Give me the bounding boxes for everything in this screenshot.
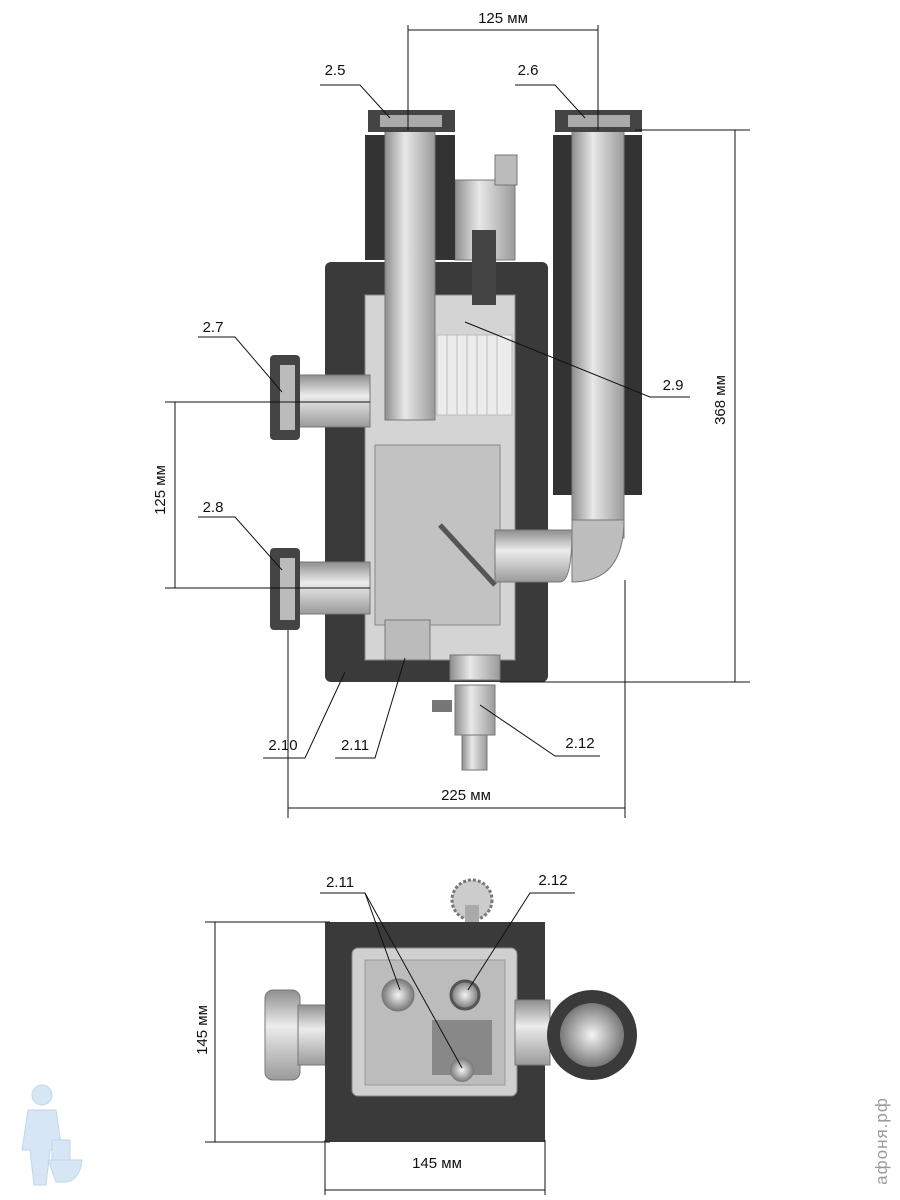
fins — [436, 334, 513, 416]
dimension-lines — [165, 25, 750, 818]
pipe-2-7 — [289, 374, 371, 428]
label-2-8: 2.8 — [203, 499, 224, 516]
label-2-7: 2.7 — [203, 319, 224, 336]
label-2-5: 2.5 — [325, 62, 346, 79]
plumber-logo — [21, 1084, 83, 1186]
dim-bottom-depth: 145 мм — [194, 1005, 211, 1055]
tube-2-5 — [384, 117, 436, 421]
label-bottom-2-11: 2.11 — [326, 874, 354, 891]
dim-side-spacing: 125 мм — [152, 465, 169, 515]
label-2-6: 2.6 — [518, 62, 539, 79]
magnet-chamber — [374, 444, 501, 626]
dim-bottom-width: 145 мм — [412, 1155, 462, 1172]
label-2-12: 2.12 — [565, 735, 594, 752]
dim-top-spacing: 125 мм — [478, 10, 528, 27]
dim-width: 225 мм — [441, 787, 491, 804]
front-view — [270, 110, 642, 771]
tube-2-6 — [571, 117, 625, 539]
label-2-11: 2.11 — [341, 737, 369, 754]
bottom-view — [264, 878, 637, 1142]
label-2-9: 2.9 — [663, 377, 684, 394]
front-text: 125 мм 368 мм 125 мм 225 мм 2.5 2.6 2.7 … — [152, 10, 729, 804]
bottom-text: 145 мм 145 мм 2.11 2.12 — [194, 872, 568, 1172]
watermark: афоня.рф — [872, 1097, 891, 1185]
drain-valve — [454, 684, 496, 736]
label-2-10: 2.10 — [268, 737, 297, 754]
label-bottom-2-12: 2.12 — [538, 872, 567, 889]
dim-height: 368 мм — [712, 375, 729, 425]
bottom-lines — [205, 892, 575, 1195]
